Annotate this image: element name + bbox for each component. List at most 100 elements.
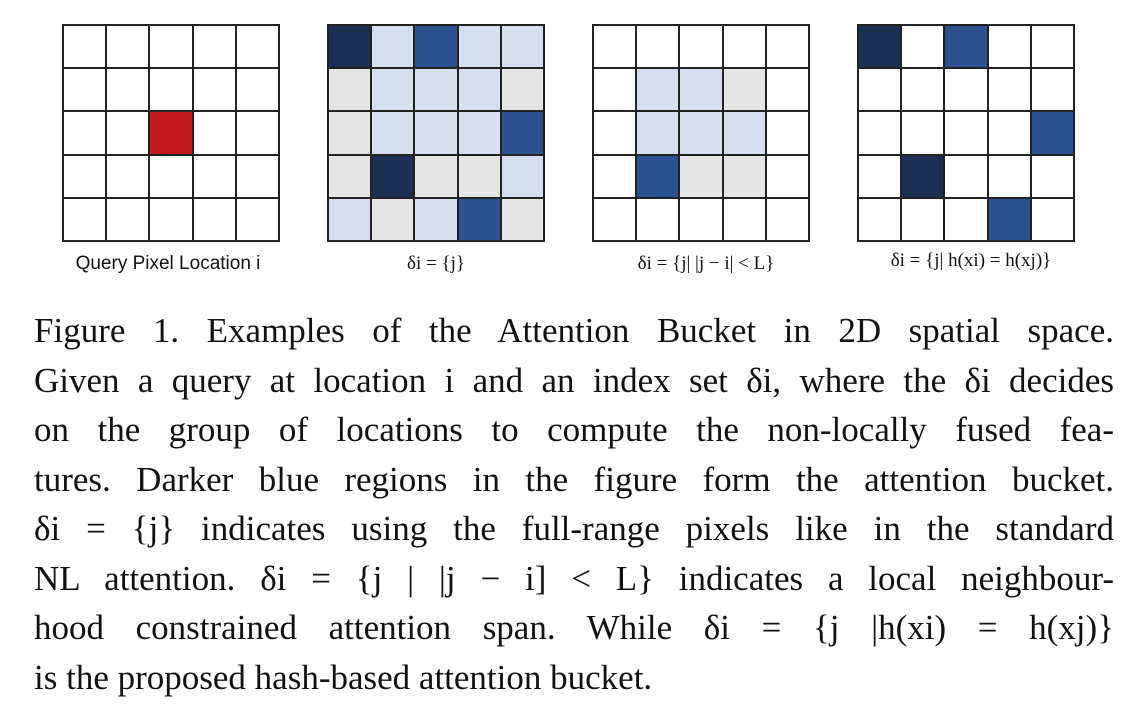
grid-cell-gray [328, 154, 372, 198]
grid-cell-white [149, 154, 193, 198]
caption-line: tures. Darker blue regions in the figure… [34, 459, 1114, 499]
grid-cell-white [858, 68, 902, 112]
caption-line: Figure 1. Examples of the Attention Buck… [34, 311, 1114, 350]
grid-cell-gray [328, 111, 372, 155]
grid-cell-gray [328, 68, 372, 112]
grid-cell-mid [944, 25, 988, 69]
grid-cell-white [235, 111, 279, 155]
figure-caption: Figure 1. Examples of the Attention Buck… [34, 306, 1114, 702]
caption-line: δi = {j} indicates using the full-range … [34, 509, 1114, 548]
grid-cell-gray [722, 68, 766, 112]
grid-cell-white [106, 197, 150, 241]
grid-cell-white [987, 111, 1031, 155]
grid-cell-mid [987, 197, 1031, 241]
grid-cell-white [1030, 197, 1074, 241]
grid-cell-light [636, 111, 680, 155]
grid-local-span [592, 24, 810, 242]
grid-cell-light [371, 68, 415, 112]
grid-cell-white [1030, 68, 1074, 112]
grid-cell-gray [500, 197, 544, 241]
grid-cell-white [944, 154, 988, 198]
grid-cell-white [149, 197, 193, 241]
grid-cell-light [679, 68, 723, 112]
grid-cell-dark [858, 25, 902, 69]
grid-cell-white [63, 25, 107, 69]
grid-cell-light [414, 197, 458, 241]
grid-cell-white [192, 197, 236, 241]
grid-cell-white [679, 197, 723, 241]
grid-cell-light [636, 68, 680, 112]
grid-cell-white [901, 68, 945, 112]
grid-cell-white [722, 197, 766, 241]
grid-cell-mid [636, 154, 680, 198]
grid-cell-gray [414, 154, 458, 198]
grid-cell-white [765, 154, 809, 198]
grid-cell-light [371, 111, 415, 155]
grid-cell-white [765, 197, 809, 241]
grid-cell-white [1030, 25, 1074, 69]
grid-cell-white [944, 197, 988, 241]
grid-cell-mid [457, 197, 501, 241]
grid-cell-white [1030, 154, 1074, 198]
grid-cell-white [987, 154, 1031, 198]
grid-hash-bucket [857, 24, 1075, 242]
grid-cell-white [192, 68, 236, 112]
caption-line: NL attention. δi = {j | |j − i] < L} ind… [34, 558, 1114, 598]
grid-cell-white [765, 111, 809, 155]
grid-cell-white [149, 25, 193, 69]
grid-cell-gray [457, 154, 501, 198]
grid-cell-dark [371, 154, 415, 198]
grid-cell-mid [1030, 111, 1074, 155]
panel-label-query-pixel: Query Pixel Location i [75, 253, 261, 274]
grid-cell-gray [679, 154, 723, 198]
caption-line: is the proposed hash-based attention buc… [34, 657, 653, 697]
grid-cell-white [987, 25, 1031, 69]
grid-cell-white [63, 197, 107, 241]
grid-cell-white [192, 25, 236, 69]
grid-cell-white [593, 154, 637, 198]
grid-cell-dark [901, 154, 945, 198]
grid-cell-mid [500, 111, 544, 155]
panel-label-full-range: δi = {j} [407, 253, 465, 274]
grid-cell-light [457, 68, 501, 112]
grid-cell-white [636, 25, 680, 69]
grid-cell-light [679, 111, 723, 155]
grid-cell-white [858, 197, 902, 241]
grid-cell-white [192, 111, 236, 155]
grid-cell-white [901, 111, 945, 155]
grid-cell-white [63, 111, 107, 155]
grid-cell-white [593, 68, 637, 112]
grid-cell-white [106, 25, 150, 69]
grid-cell-light [500, 25, 544, 69]
grid-cell-light [722, 111, 766, 155]
grid-cell-white [235, 25, 279, 69]
grid-cell-white [679, 25, 723, 69]
grid-cell-white [235, 154, 279, 198]
grid-cell-white [63, 154, 107, 198]
grid-cell-white [636, 197, 680, 241]
grid-cell-white [149, 68, 193, 112]
grid-cell-white [944, 111, 988, 155]
caption-line: on the group of locations to compute the… [34, 410, 1114, 449]
grid-cell-white [235, 68, 279, 112]
caption-line: Given a query at location i and an index… [34, 360, 1114, 400]
grid-cell-mid [414, 25, 458, 69]
grid-cell-white [106, 111, 150, 155]
grid-cell-white [858, 111, 902, 155]
grid-cell-light [457, 25, 501, 69]
grid-cell-white [235, 197, 279, 241]
grid-cell-white [593, 25, 637, 69]
grid-cell-light [414, 111, 458, 155]
grid-full-range [327, 24, 545, 242]
grid-cell-white [722, 25, 766, 69]
grid-cell-white [765, 68, 809, 112]
grid-cell-white [593, 197, 637, 241]
grid-cell-dark [328, 25, 372, 69]
panel-label-hash-bucket: δi = {j| h(xi) = h(xj)} [890, 250, 1052, 271]
grid-cell-red [149, 111, 193, 155]
grid-cell-light [371, 25, 415, 69]
grid-cell-white [765, 25, 809, 69]
panel-label-local-span: δi = {j| |j − i| < L} [637, 253, 775, 274]
grid-cell-white [192, 154, 236, 198]
grid-cell-white [901, 197, 945, 241]
